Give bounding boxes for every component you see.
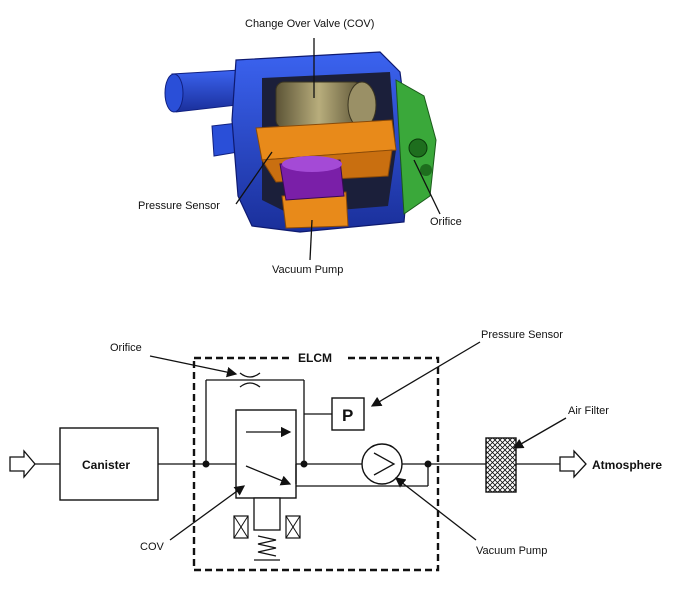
cov-cutaway-label: Change Over Valve (COV) [245, 18, 374, 30]
pressure-sensor-cutaway-label: Pressure Sensor [138, 200, 220, 212]
air-filter-symbol [485, 437, 517, 493]
elcm-cutaway-illustration [164, 38, 441, 261]
cov-schematic-label: COV [140, 541, 165, 553]
pressure-sensor-p-label: P [342, 406, 353, 425]
vacuum-pump-schematic-label: Vacuum Pump [476, 545, 547, 557]
air-filter-label: Air Filter [568, 405, 609, 417]
cov-valve-symbol [235, 409, 297, 499]
canister-label: Canister [82, 458, 130, 472]
elcm-schematic [9, 341, 587, 572]
orifice-cutaway-label: Orifice [430, 216, 462, 228]
orifice-symbol [239, 372, 261, 388]
elcm-label: ELCM [298, 351, 332, 365]
pressure-sensor-schematic-label: Pressure Sensor [481, 329, 563, 341]
vacuum-pump-cutaway-label: Vacuum Pump [272, 264, 343, 276]
atmosphere-label: Atmosphere [592, 458, 662, 472]
outlet-arrow-icon [559, 449, 587, 479]
pressure-sensor-symbol [331, 397, 365, 431]
inlet-arrow-icon [9, 449, 36, 479]
orifice-schematic-label: Orifice [110, 342, 142, 354]
canister-box [59, 427, 159, 501]
